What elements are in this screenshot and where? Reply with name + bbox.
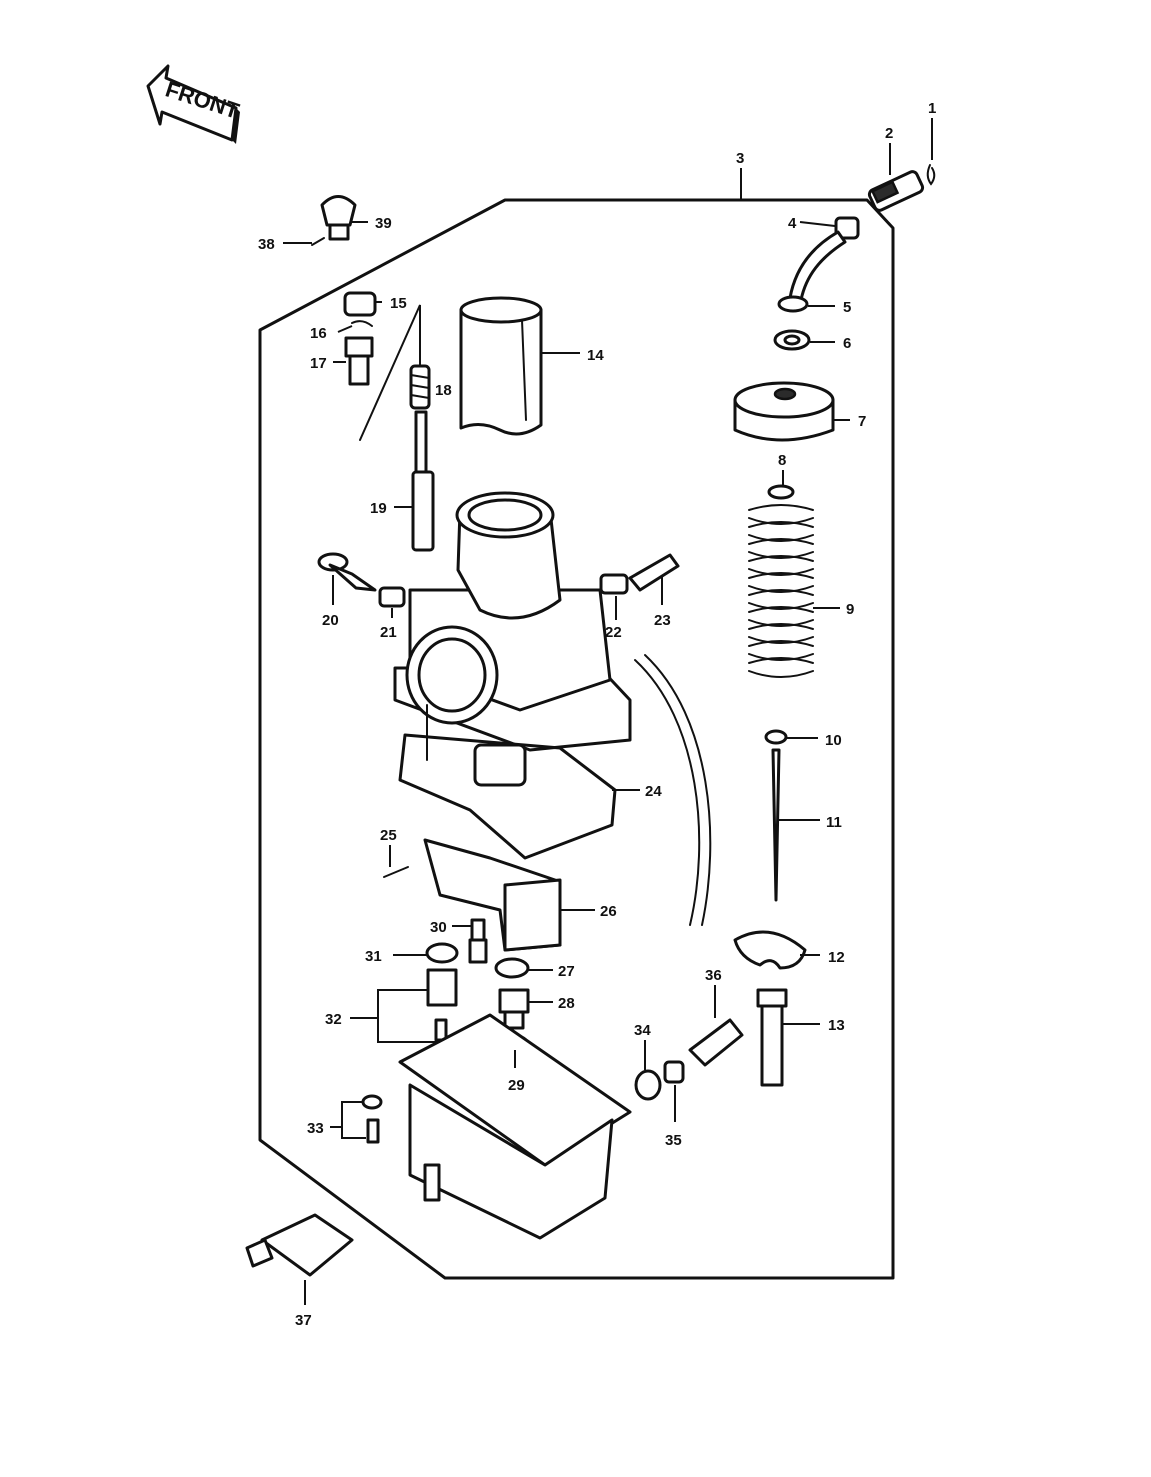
part-23-stop-screw <box>628 553 680 592</box>
part-15-cap-nut <box>343 291 377 317</box>
callout-31: 31 <box>365 948 382 965</box>
callout-15: 15 <box>390 295 407 312</box>
callout-36: 36 <box>705 967 722 984</box>
part-31-washer <box>425 942 459 964</box>
part-2-cable-adjuster <box>867 170 925 212</box>
part-36-main-jet-holder <box>688 1018 744 1067</box>
callout-labels: 1 2 3 4 5 6 7 8 9 10 11 12 13 14 15 16 1… <box>258 100 936 1329</box>
part-39-choke-knob <box>320 195 357 241</box>
part-19-starter-plunger <box>411 410 435 552</box>
part-10-needle-clip <box>764 729 788 745</box>
callout-30: 30 <box>430 919 447 936</box>
callout-25: 25 <box>380 827 397 844</box>
callout-20: 20 <box>322 612 339 629</box>
callout-9: 9 <box>846 601 854 618</box>
callout-32: 32 <box>325 1011 342 1028</box>
part-35-main-jet <box>663 1060 685 1084</box>
callout-12: 12 <box>828 949 845 966</box>
front-direction-arrow: FRONT <box>146 64 243 144</box>
part-24-float-gasket <box>398 733 617 860</box>
float-bowl <box>398 1013 632 1240</box>
callout-16: 16 <box>310 325 327 342</box>
callout-7: 7 <box>858 413 866 430</box>
callout-4: 4 <box>788 215 797 232</box>
carburetor-body <box>393 491 632 787</box>
callout-8: 8 <box>778 452 786 469</box>
part-8-spring-seat <box>767 484 795 500</box>
callout-3: 3 <box>736 150 744 167</box>
callout-35: 35 <box>665 1132 682 1149</box>
callout-19: 19 <box>370 500 387 517</box>
part-34-gasket <box>634 1069 662 1101</box>
part-13-needle-jet <box>756 988 788 1087</box>
part-4-5-fuel-pipe <box>777 216 860 313</box>
callout-6: 6 <box>843 335 851 352</box>
part-1-cotter-pin <box>926 164 936 186</box>
callout-27: 27 <box>558 963 575 980</box>
part-7-top-cap <box>733 381 835 442</box>
callout-18: 18 <box>435 382 452 399</box>
callout-1: 1 <box>928 100 936 117</box>
callout-38: 38 <box>258 236 275 253</box>
part-32-valve-seat <box>426 968 458 1042</box>
part-25-float-pin <box>383 866 409 878</box>
callout-29: 29 <box>508 1077 525 1094</box>
callout-33: 33 <box>307 1120 324 1137</box>
leader-lines <box>283 118 933 1305</box>
callout-34: 34 <box>634 1022 651 1039</box>
callout-37: 37 <box>295 1312 312 1329</box>
part-20-air-screw <box>317 552 377 592</box>
carburetor-assembly-outline <box>258 198 895 1280</box>
callout-14: 14 <box>587 347 604 364</box>
part-18-starter-spring <box>409 364 431 410</box>
callout-5: 5 <box>843 299 851 316</box>
part-38-pin <box>311 237 325 246</box>
part-28-needle-jet-holder <box>498 988 530 1030</box>
part-9-throttle-spring <box>748 504 814 678</box>
callout-22: 22 <box>605 624 622 641</box>
part-21-spring <box>378 586 406 608</box>
callout-24: 24 <box>645 783 662 800</box>
part-22-spring <box>599 573 629 595</box>
callout-11: 11 <box>826 814 842 831</box>
part-11-jet-needle <box>771 748 781 902</box>
part-26-float <box>423 838 562 952</box>
callout-21: 21 <box>380 624 397 641</box>
callout-2: 2 <box>885 125 893 142</box>
part-27-o-ring <box>494 957 530 979</box>
part-30-float-valve <box>468 918 488 964</box>
callout-13: 13 <box>828 1017 845 1034</box>
part-33-screws <box>361 1094 383 1144</box>
callout-10: 10 <box>825 732 842 749</box>
callout-26: 26 <box>600 903 617 920</box>
callout-28: 28 <box>558 995 575 1012</box>
part-17-cable-guide <box>344 336 374 386</box>
part-16-clip <box>351 320 373 327</box>
part-37-tool <box>245 1213 354 1277</box>
part-12-plate <box>733 930 807 970</box>
part-14-throttle-valve <box>459 296 543 436</box>
callout-23: 23 <box>654 612 671 629</box>
callout-39: 39 <box>375 215 392 232</box>
fuel-overflow-hose <box>634 659 701 926</box>
callout-17: 17 <box>310 355 327 372</box>
